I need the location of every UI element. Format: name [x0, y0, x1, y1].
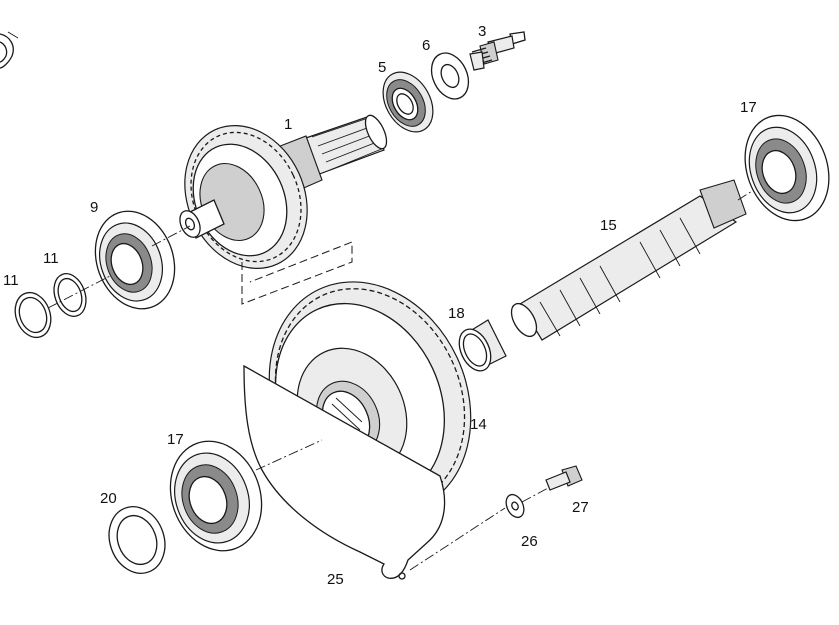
- label-part-26: 26: [521, 533, 538, 550]
- alignment-bracket: [241, 241, 353, 305]
- label-part-11-inner: 11: [43, 250, 59, 267]
- part-5-bearing: [382, 71, 434, 133]
- partial-ring-top-left: [0, 31, 19, 69]
- label-part-15: 15: [600, 217, 617, 234]
- part-17-bearing-lower: [169, 439, 323, 552]
- part-26-washer: [505, 493, 525, 519]
- part-27-bolt: [521, 465, 583, 503]
- label-part-6: 6: [422, 37, 430, 54]
- label-part-27: 27: [572, 499, 589, 516]
- part-20-seal-ring: [108, 506, 166, 574]
- label-part-20: 20: [100, 490, 117, 507]
- label-part-5: 5: [378, 59, 386, 76]
- part-18-sleeve: [458, 319, 507, 372]
- part-9-bearing: [94, 210, 191, 310]
- label-part-9: 9: [90, 199, 98, 216]
- part-11-snap-ring-outer: [14, 291, 52, 339]
- part-17-bearing-right: [744, 114, 830, 222]
- label-part-18: 18: [448, 305, 465, 322]
- label-part-1: 1: [284, 116, 292, 133]
- label-part-25: 25: [327, 571, 344, 588]
- part-6-washer: [430, 52, 470, 100]
- axis-line-left: [47, 275, 111, 309]
- label-part-17-lower: 17: [167, 431, 184, 448]
- part-1-gear-shaft: [179, 114, 388, 270]
- label-part-3: 3: [478, 23, 486, 40]
- label-part-11-outer: 11: [3, 272, 19, 289]
- part-15-output-shaft: [510, 179, 761, 341]
- part-11-snap-ring-inner: [53, 273, 87, 317]
- label-part-14: 14: [470, 416, 487, 433]
- part-25-cover-plate: [243, 364, 506, 580]
- label-part-17-right: 17: [740, 99, 757, 116]
- part-3-stud: [469, 31, 526, 71]
